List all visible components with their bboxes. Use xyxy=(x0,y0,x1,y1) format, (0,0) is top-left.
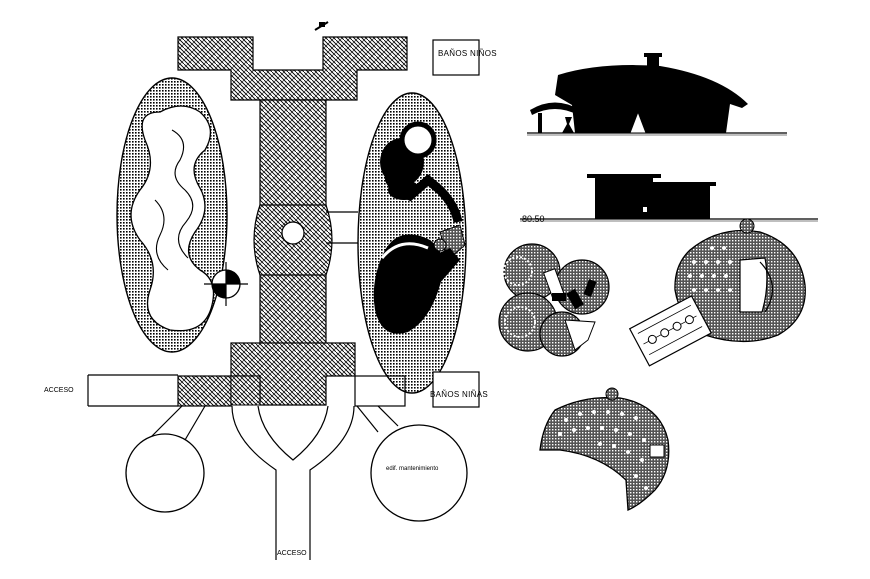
acceso-left-label: ACCESO xyxy=(44,387,74,394)
left-round-building xyxy=(125,433,205,513)
lower-elevation-building xyxy=(595,177,653,219)
maintenance-building xyxy=(370,424,468,522)
elevations: 80.50 xyxy=(520,53,818,224)
banos-ninas-label: BAÑOS NIÑAS xyxy=(430,390,488,399)
upper-elevation-building xyxy=(555,65,748,133)
crosshair-icon xyxy=(204,262,248,306)
north-arrow-icon xyxy=(314,21,329,31)
banos-ninas-box xyxy=(432,371,480,408)
banos-ninos-label: BAÑOS NIÑOS xyxy=(438,49,497,58)
acceso-bottom-label: ACCESO xyxy=(277,550,307,557)
level-mark-label: 80.50 xyxy=(522,214,545,224)
banos-ninos-box xyxy=(432,39,480,76)
site-plan: BAÑOS NIÑOS BAÑOS NIÑAS ACCESO ACCESO ed… xyxy=(44,21,497,560)
floor-plans xyxy=(498,218,806,511)
clover-plan xyxy=(498,243,610,357)
egg-plan xyxy=(628,218,806,367)
snake-path xyxy=(130,105,215,332)
top-plaza xyxy=(177,36,408,101)
shell-plan xyxy=(539,387,670,511)
fountain xyxy=(281,221,305,245)
edif-mantenimiento-label: edif. mantenimiento xyxy=(386,466,439,472)
annex-block xyxy=(628,295,713,367)
